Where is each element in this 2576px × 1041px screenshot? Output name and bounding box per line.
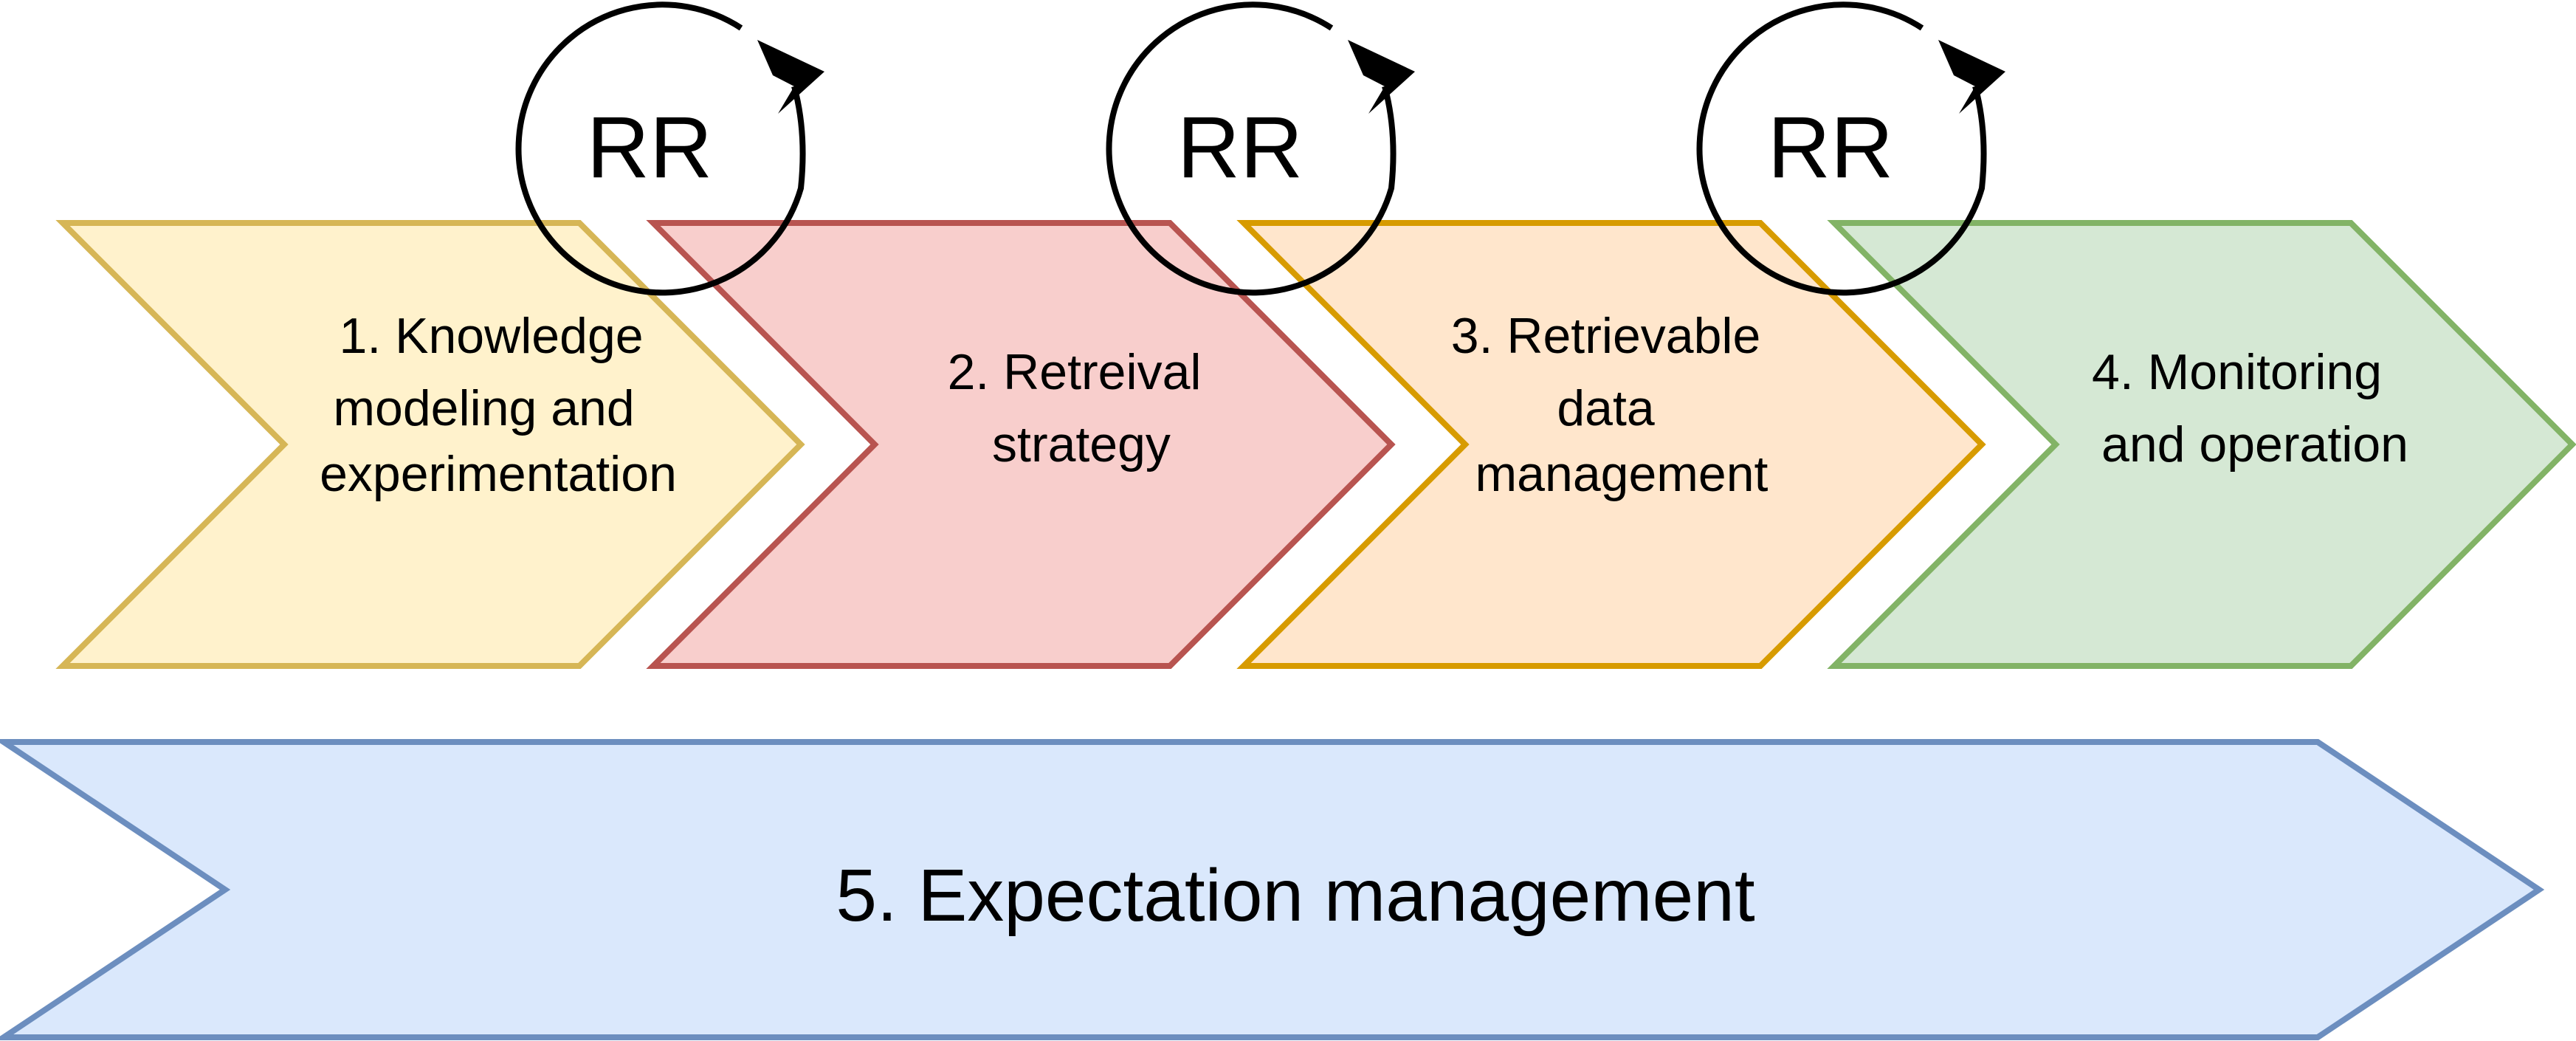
rr-loop-2-arrowhead-icon [1348, 40, 1415, 114]
step-3-line-1: 3. Retrievable [1451, 308, 1761, 364]
rr-loop-1: RR [515, 1, 824, 296]
rr-loop-2-label: RR [1177, 99, 1303, 196]
rr-loop-3-arc [1696, 1, 1987, 296]
step-4-label: 4. Monitoring and operation [2092, 344, 2408, 473]
step-4-chevron: 4. Monitoring and operation [1827, 220, 2576, 669]
rr-loop-2-arc [1106, 1, 1397, 296]
step-1-chevron: 1. Knowledge modeling and experimentatio… [55, 220, 805, 669]
step-3-line-2: data [1557, 380, 1655, 436]
rr-loop-1-arc [515, 1, 806, 296]
rr-loop-3: RR [1696, 1, 2005, 296]
step-5-shape [0, 739, 2545, 1040]
rr-loop-2: RR [1106, 1, 1415, 296]
step-5-arrow: 5. Expectation management [0, 739, 2545, 1040]
step-3-chevron: 3. Retrievable data management [1236, 220, 1986, 669]
step-5-label: 5. Expectation management [836, 854, 1754, 937]
step-2-chevron: 2. Retreival strategy [646, 220, 1396, 669]
step-3-line-3: management [1475, 446, 1769, 502]
step-3-shape [1236, 220, 1986, 669]
rr-loop-3-arrowhead-icon [1938, 40, 2005, 114]
rr-loop-1-arrowhead-icon [757, 40, 824, 114]
step-2-label: 2. Retreival strategy [948, 344, 1216, 473]
step-1-line-2: modeling and [333, 380, 634, 436]
rr-loop-3-label: RR [1768, 99, 1893, 196]
rr-loop-1-label: RR [587, 99, 712, 196]
step-1-line-3: experimentation [320, 446, 677, 502]
step-4-line-2: and operation [2101, 416, 2408, 473]
step-1-line-1: 1. Knowledge [340, 308, 644, 364]
step-3-label: 3. Retrievable data management [1451, 308, 1774, 502]
step-2-line-1: 2. Retreival [948, 344, 1202, 400]
step-2-shape [646, 220, 1396, 669]
step-4-shape [1827, 220, 2576, 669]
step-2-line-2: strategy [992, 416, 1171, 473]
step-1-label: 1. Knowledge modeling and experimentatio… [320, 308, 677, 502]
step-4-line-1: 4. Monitoring [2092, 344, 2382, 400]
step-1-shape [55, 220, 805, 669]
